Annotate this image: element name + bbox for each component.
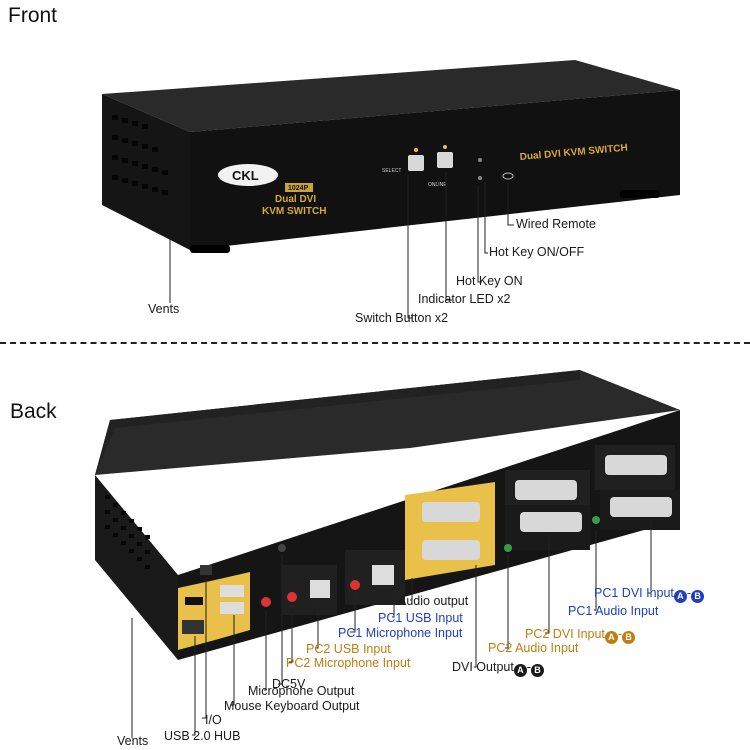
label-pc1-usb-input: PC1 USB Input (378, 611, 463, 625)
badge-a-icon: A (673, 590, 687, 603)
front-brand-logo: CKL (232, 168, 259, 183)
label-pc2-audio-input: PC2 Audio Input (488, 641, 579, 655)
label-back-vents: Vents (117, 734, 149, 748)
label-dash: - (686, 586, 692, 600)
front-model-line2: KVM SWITCH (262, 206, 326, 217)
front-select-text: SELECT (382, 168, 401, 174)
label-audio-output: Audio output (398, 594, 469, 608)
badge-b-icon: B (622, 631, 636, 644)
label-dc5v: DC5V (272, 677, 306, 691)
keyboard-port[interactable] (220, 602, 244, 614)
pc2-dvi-input-b-port[interactable] (520, 512, 582, 532)
dc5v-jack[interactable] (278, 544, 286, 552)
label-pc2-usb-input: PC2 USB Input (306, 642, 391, 656)
back-section-title: Back (10, 400, 57, 423)
switch-button-1[interactable] (408, 155, 424, 171)
label-io: I/O (205, 713, 222, 727)
label-hotkey-on: Hot Key ON (456, 274, 523, 288)
section-divider (0, 342, 750, 344)
label-mouse-keyboard-output: Mouse Keyboard Output (224, 699, 360, 713)
label-pc2-dvi-input-text: PC2 DVI Input (525, 627, 605, 641)
microphone-output-jack[interactable] (261, 597, 271, 607)
badge-a-icon: A (513, 664, 527, 677)
pc1-dvi-input-b-port[interactable] (610, 497, 672, 517)
indicator-led-2 (443, 145, 447, 149)
label-wired-remote: Wired Remote (516, 217, 596, 231)
hotkey-on-led (478, 158, 482, 162)
pc1-microphone-jack[interactable] (350, 580, 360, 590)
io-switch[interactable] (200, 565, 212, 575)
pc2-dvi-input-a-port[interactable] (515, 480, 577, 500)
label-microphone-output: Microphone Output (248, 684, 355, 698)
hotkey-onoff-led (478, 176, 482, 180)
label-pc1-dvi-input-text: PC1 DVI Input (594, 586, 674, 600)
label-switch-button: Switch Button x2 (355, 311, 449, 325)
dvi-output-panel (405, 482, 495, 580)
pc2-microphone-jack[interactable] (287, 592, 297, 602)
label-pc1-microphone-input: PC1 Microphone Input (338, 626, 463, 640)
label-front-vents: Vents (148, 302, 180, 316)
mouse-port[interactable] (220, 585, 244, 597)
dvi-output-b-port[interactable] (422, 540, 480, 560)
label-pc1-audio-input: PC1 Audio Input (568, 604, 659, 618)
badge-b-icon: B (691, 590, 705, 603)
wired-remote-jack[interactable] (502, 172, 514, 180)
pc1-audio-input-jack[interactable] (592, 516, 600, 524)
pc1-dvi-input-a-port[interactable] (605, 455, 667, 475)
label-hotkey-onoff: Hot Key ON/OFF (489, 245, 585, 259)
label-indicator-led: Indicator LED x2 (418, 292, 511, 306)
label-usb-hub: USB 2.0 HUB (164, 729, 241, 743)
front-model-line1: Dual DVI (275, 194, 316, 205)
label-dash: - (526, 660, 532, 674)
label-pc2-microphone-input: PC2 Microphone Input (286, 656, 411, 670)
usb-hub-port[interactable] (182, 620, 204, 634)
pc2-audio-input-jack[interactable] (504, 544, 512, 552)
usb-hub-panel (178, 580, 215, 650)
front-online-text: ONLINE (428, 182, 447, 188)
badge-b-icon: B (531, 664, 545, 677)
label-dvi-output-text: DVI Output (452, 660, 514, 674)
front-section-title: Front (8, 4, 58, 27)
front-model-badge: 1024P (288, 185, 309, 192)
pc1-usb-port[interactable] (372, 565, 394, 585)
indicator-led-1 (414, 148, 418, 152)
dvi-output-a-port[interactable] (422, 502, 480, 522)
usb-hub-label-plate (185, 597, 203, 605)
badge-a-icon: A (604, 631, 618, 644)
switch-button-2[interactable] (437, 152, 453, 168)
pc2-usb-port[interactable] (310, 580, 330, 598)
label-dash: - (617, 627, 623, 641)
